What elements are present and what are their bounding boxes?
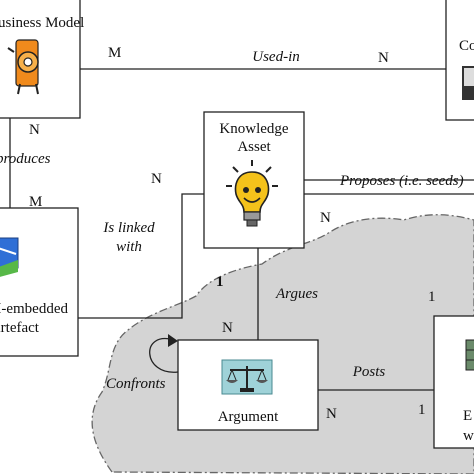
produces-top-cardinality: N [29,122,40,138]
person-icon [462,66,474,100]
scales-icon [221,359,273,395]
right-bottom-box [433,315,474,449]
artefact-label-2: artefact [0,320,40,336]
used-in-right-cardinality: N [378,50,389,66]
right-bottom-label-1: E [463,408,472,424]
confronts-arrowhead [168,334,178,347]
context-box [445,0,474,121]
argues-top-cardinality: 1 [216,274,224,290]
proposes-label: Proposes (i.e. seeds) [339,173,464,189]
right-box-top-cardinality: 1 [428,289,436,305]
posts-right-cardinality: 1 [418,402,426,418]
document-chart-icon [0,237,19,277]
linked-left-cardinality: N [151,171,162,187]
is-linked-with-line [78,193,204,319]
argues-label: Argues [275,286,318,302]
argument-label: Argument [218,409,279,425]
used-in-label: Used-in [252,49,300,65]
gear-figure-icon [7,39,39,95]
business-model-label: Business Model [0,15,84,31]
posts-left-cardinality: N [326,406,337,422]
business-model-box [0,0,81,119]
used-in-left-cardinality: M [108,45,121,61]
posts-label: Posts [352,364,386,380]
right-bottom-label-2: w [463,428,474,444]
knowledge-asset-label-1: Knowledge [219,121,288,137]
is-linked-with-label-1: Is linked [102,220,155,236]
confronts-arrow [149,337,179,373]
lightbulb-icon [226,160,278,227]
proposes-left-cardinality: N [320,210,331,226]
produces-label: produces [0,151,51,167]
argues-bottom-cardinality: N [222,320,233,336]
bookshelf-icon [465,339,474,371]
confronts-label: Confronts [106,376,166,392]
artefact-box [0,207,79,357]
context-label: Co [459,38,474,54]
artefact-label-1: BM-embedded [0,301,68,317]
knowledge-asset-label-2: Asset [237,139,271,155]
is-linked-with-label-2: with [116,239,142,255]
produces-bottom-cardinality: M [29,194,42,210]
